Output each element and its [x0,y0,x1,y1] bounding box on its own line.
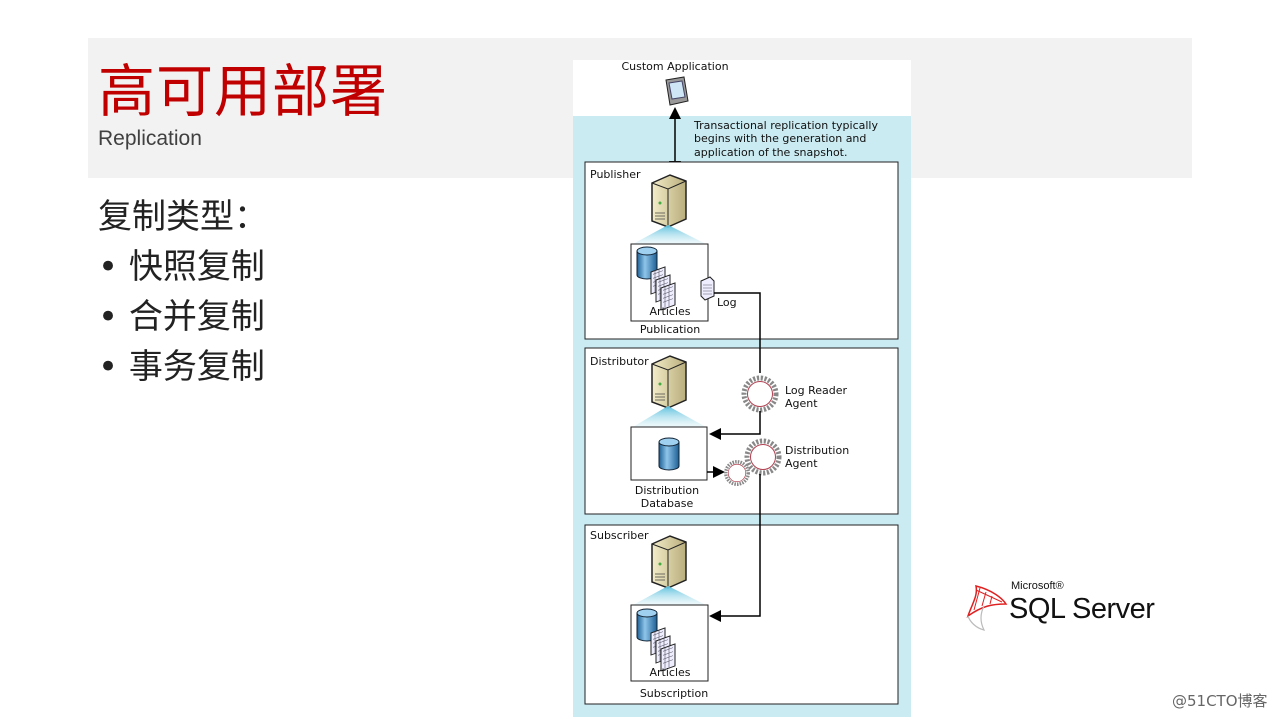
bullet-text: 快照复制 [128,247,265,287]
distribution-agent-small-gear-icon [724,460,750,486]
publication-label: Publication [640,323,700,336]
log-reader-agent-label: Log Reader [785,384,848,397]
agent-to-subscription-arrow [709,474,761,622]
application-window-icon [665,76,689,106]
bullet-item: 事务复制 [98,342,268,392]
subscriber-server-icon [651,535,687,589]
distribution-agent-label-2: Agent [785,457,818,470]
log-reader-agent-label-2: Agent [785,397,818,410]
bullet-text: 事务复制 [128,347,265,387]
logo-product: SQL Server [1009,593,1155,625]
log-label: Log [717,296,737,309]
watermark: @51CTO博客 [1172,692,1268,710]
note-line-1: Transactional replication typically [693,119,878,132]
distribution-database-label-2: Database [641,497,694,510]
bullet-item: 合并复制 [98,292,268,342]
intro-text: 复制类型： [98,197,268,237]
publisher-server-icon [651,174,687,228]
slide-subtitle: Replication [98,127,202,150]
log-to-reader-arrow [714,292,766,376]
articles-label: Articles [649,305,690,318]
logo-brand: Microsoft® [1011,580,1064,592]
distributor-server-icon [651,355,687,409]
slide-title: 高可用部署 [98,59,388,125]
subscription-articles-label: Articles [649,666,690,679]
bullet-item: 快照复制 [98,242,268,292]
note-line-3: application of the snapshot. [694,146,848,159]
sql-server-logo: Microsoft® SQL Server [962,580,1162,634]
bullet-text: 合并复制 [128,297,265,337]
sql-server-logo-icon [966,584,1008,631]
subscriber-label: Subscriber [590,529,649,542]
distribution-agent-gear-icon [747,441,779,473]
distribution-database-icon [658,437,680,471]
distribution-agent-label: Distribution [785,444,849,457]
diagram-top-area [573,60,911,116]
custom-application-label: Custom Application [621,60,728,73]
slide-body: 复制类型： 快照复制 合并复制 事务复制 [98,192,268,392]
log-reader-agent-gear-icon [744,378,776,410]
publisher-label: Publisher [590,168,641,181]
distributor-label: Distributor [590,355,649,368]
log-file-icon [700,276,715,301]
distribution-database-label: Distribution [635,484,699,497]
note-line-2: begins with the generation and [694,132,866,145]
subscription-label: Subscription [640,687,708,700]
reader-to-db-arrow [709,411,761,440]
